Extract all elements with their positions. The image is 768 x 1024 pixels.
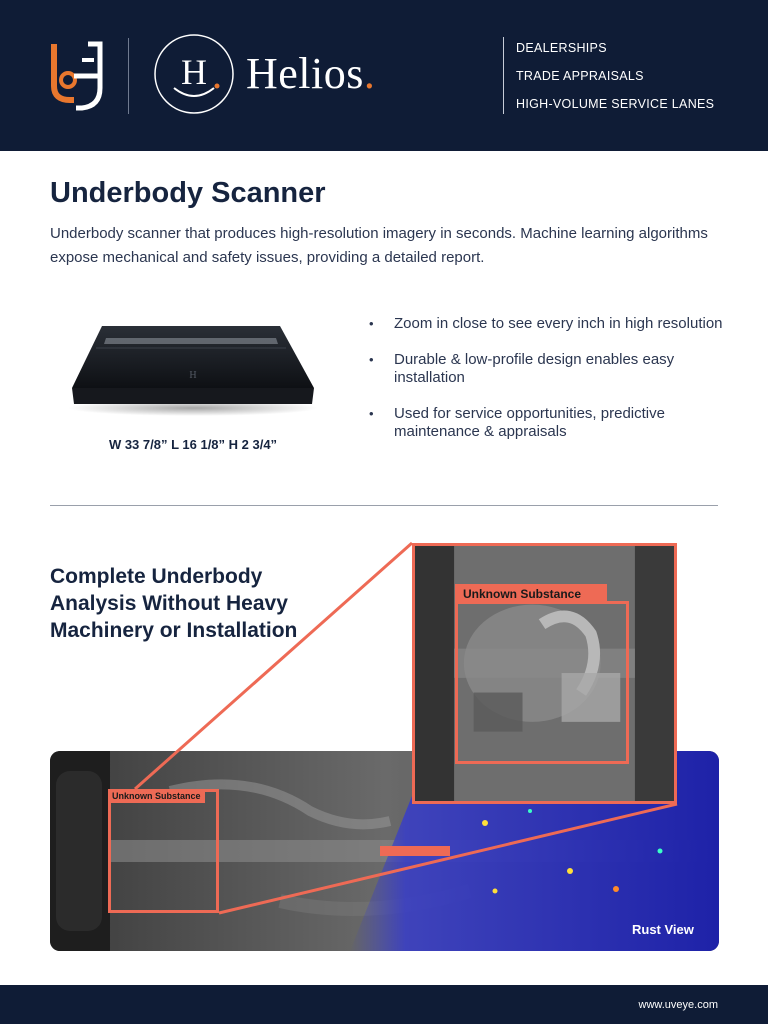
rust-view-label: Rust View xyxy=(632,922,694,937)
feature-item: • Durable & low-profile design enables ea… xyxy=(366,351,726,387)
detection-label-small: Unknown Substance xyxy=(108,789,205,803)
feature-item: • Used for service opportunities, predict… xyxy=(366,405,726,441)
tagline-item: DEALERSHIPS xyxy=(516,41,607,55)
tagline-divider xyxy=(503,37,504,114)
header-bar: H Helios. DEALERSHIPS TRADE APPRAISALS H… xyxy=(0,0,768,151)
detection-label-large: Unknown Substance xyxy=(455,584,607,604)
svg-text:H: H xyxy=(181,52,207,92)
tagline-item: HIGH-VOLUME SERVICE LANES xyxy=(516,97,715,111)
feature-text: Used for service opportunities, predicti… xyxy=(394,405,665,440)
scanner-dimensions: W 33 7/8” L 16 1/8” H 2 3/4” xyxy=(108,437,278,452)
analysis-heading: Complete Underbody Analysis Without Heav… xyxy=(50,565,298,642)
svg-text:H: H xyxy=(189,370,196,381)
footer-url[interactable]: www.uveye.com xyxy=(638,999,718,1011)
partner-logo-icon xyxy=(51,41,103,111)
scanner-device-image: H xyxy=(68,326,318,416)
helios-emblem-icon: H xyxy=(154,34,234,114)
bullet-icon: • xyxy=(369,352,374,367)
feature-text: Zoom in close to see every inch in high … xyxy=(394,315,723,332)
intro-description: Underbody scanner that produces high-res… xyxy=(50,225,708,266)
detection-box-large xyxy=(455,601,629,764)
detection-box-small xyxy=(108,789,219,913)
tagline-list: DEALERSHIPS TRADE APPRAISALS HIGH-VOLUME… xyxy=(516,40,714,124)
page-title: Underbody Scanner xyxy=(50,177,326,209)
section-divider xyxy=(50,505,718,506)
tagline-item: TRADE APPRAISALS xyxy=(516,69,644,83)
logo-divider xyxy=(128,38,129,114)
bullet-icon: • xyxy=(369,316,374,331)
feature-item: • Zoom in close to see every inch in high… xyxy=(366,315,726,333)
brand-wordmark: Helios. xyxy=(246,49,376,98)
footer-bar: www.uveye.com xyxy=(0,985,768,1024)
bullet-icon: • xyxy=(369,406,374,421)
feature-text: Durable & low-profile design enables eas… xyxy=(394,351,675,386)
feature-list: • Zoom in close to see every inch in high… xyxy=(366,315,726,459)
